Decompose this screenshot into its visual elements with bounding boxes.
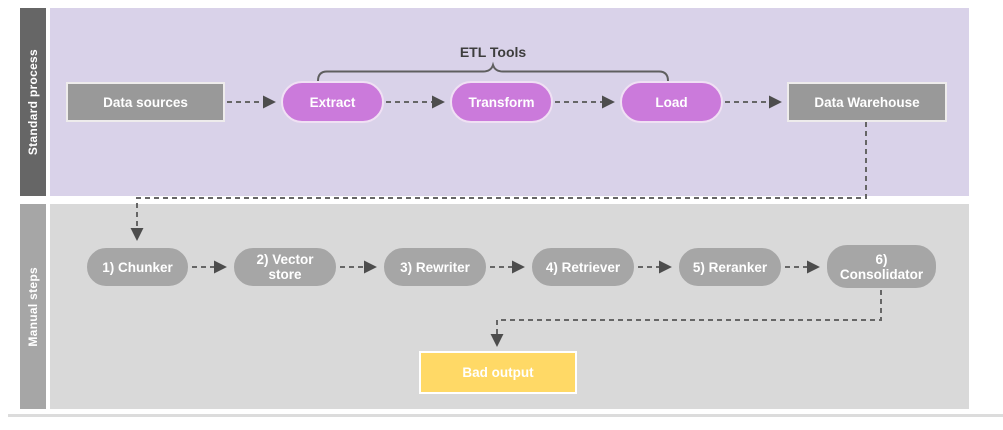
node-retriever: 4) Retriever <box>530 246 636 288</box>
node-load: Load <box>620 81 723 123</box>
bottom-divider <box>8 414 1003 417</box>
etl-tools-label: ETL Tools <box>459 44 527 60</box>
node-bad-output: Bad output <box>419 351 577 394</box>
lane-label-manual-steps-text: Manual steps <box>26 266 40 347</box>
node-chunker: 1) Chunker <box>85 246 190 288</box>
lane-label-manual-steps: Manual steps <box>20 204 46 409</box>
node-consolidator: 6) Consolidator <box>825 243 938 290</box>
node-data-sources: Data sources <box>66 82 225 122</box>
lane-label-standard-process: Standard process <box>20 8 46 196</box>
node-reranker: 5) Reranker <box>677 246 783 288</box>
node-transform: Transform <box>450 81 553 123</box>
node-vector-store: 2) Vector store <box>232 246 338 288</box>
node-extract: Extract <box>281 81 384 123</box>
node-rewriter: 3) Rewriter <box>382 246 488 288</box>
lane-label-standard-process-text: Standard process <box>26 48 40 156</box>
node-data-warehouse: Data Warehouse <box>787 82 947 122</box>
